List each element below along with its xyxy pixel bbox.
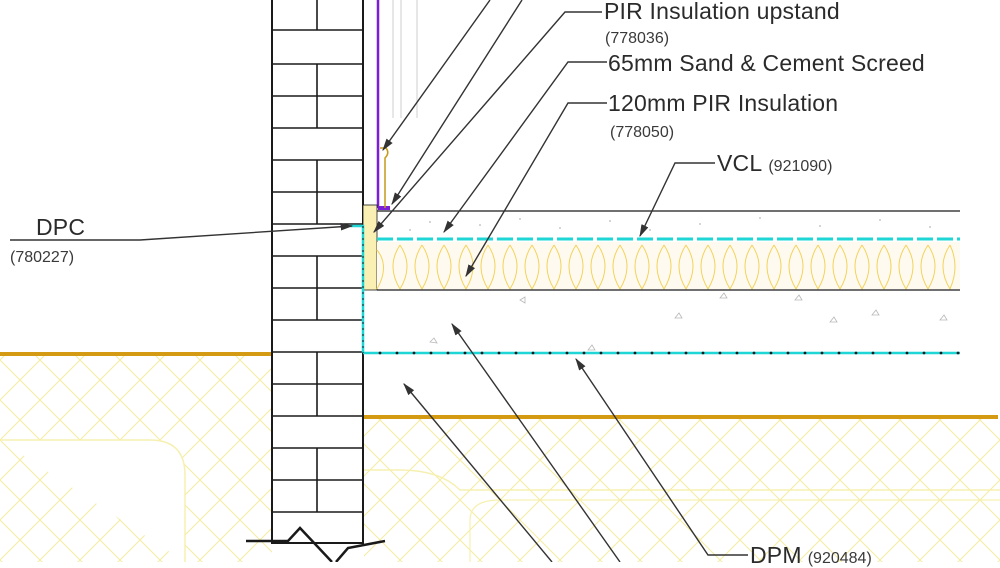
brick-wall (246, 0, 386, 562)
dpm-dots (378, 351, 960, 355)
label-screed: 65mm Sand & Cement Screed (608, 50, 925, 76)
label-dpm: DPM (920484) (750, 544, 872, 567)
label-vcl-title: VCL (717, 150, 763, 176)
label-dpm-title: DPM (750, 542, 802, 568)
ground-right (364, 415, 1000, 562)
leader-lines (10, 0, 748, 562)
label-dpc: DPC (36, 214, 86, 240)
label-dpm-code: (920484) (807, 550, 872, 567)
floor-slab (350, 204, 960, 355)
label-pir-upstand-code: (778036) (605, 30, 670, 47)
label-vcl: VCL (921090) (717, 152, 832, 175)
plasterboard (376, 0, 418, 210)
label-dpc-code: (780227) (10, 249, 75, 266)
ground-left (0, 352, 272, 562)
label-pir-insulation-code: (778050) (610, 124, 675, 141)
label-vcl-code: (921090) (768, 158, 833, 175)
label-pir-upstand: PIR Insulation upstand (604, 0, 840, 24)
label-pir-insulation: 120mm PIR Insulation (608, 90, 839, 116)
